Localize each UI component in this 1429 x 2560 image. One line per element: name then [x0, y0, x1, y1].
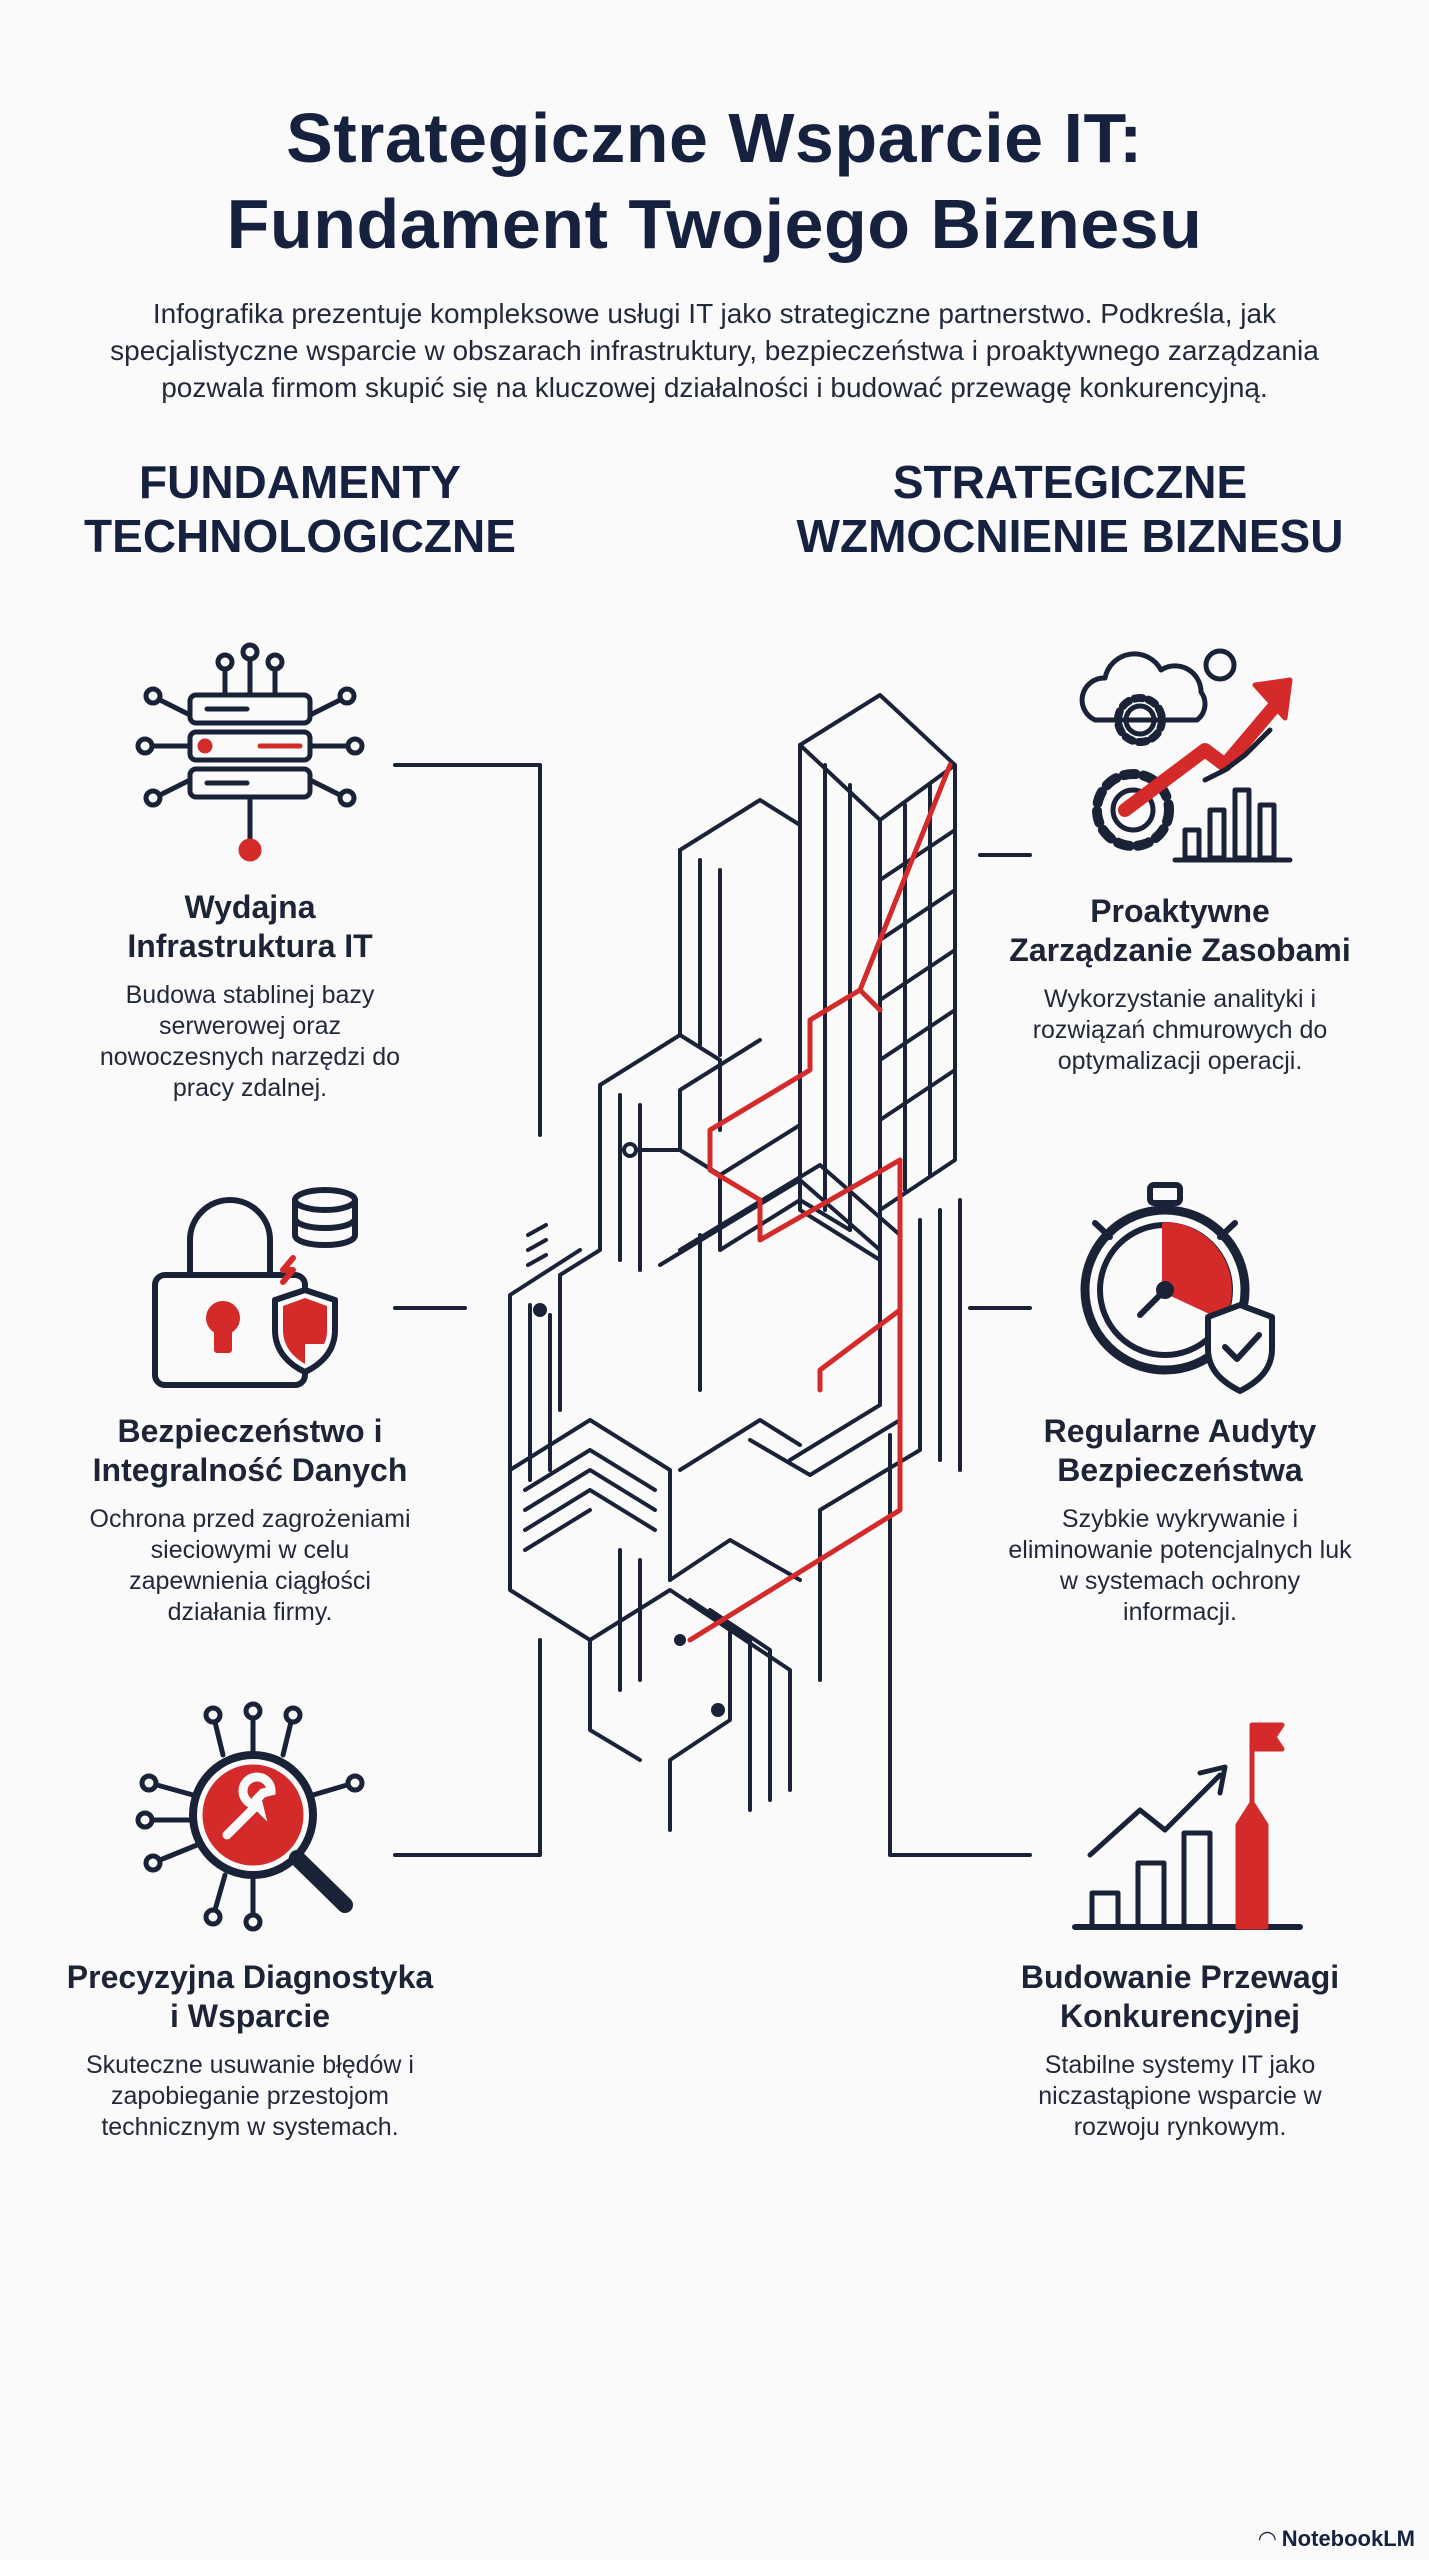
card-data-security-title: Bezpieczeństwo i Integralność Danych — [92, 1413, 408, 1488]
connector-left-bottom — [393, 1638, 542, 1857]
card-resource-management-text: Wykorzystanie analityki i rozwiązań chmu… — [1032, 985, 1328, 1075]
wrench-gear-magnifier-icon — [135, 1701, 365, 1932]
bar-chart-flag-icon — [1072, 1722, 1303, 1930]
right-column-heading: STRATEGICZNE WZMOCNIENIE BIZNESU — [796, 456, 1344, 562]
page-subtitle: Infografika prezentuje kompleksowe usług… — [110, 298, 1319, 403]
card-infrastructure-title: Wydajna Infrastruktura IT — [127, 889, 373, 964]
card-resource-management: Proaktywne Zarządzanie Zasobami Wykorzys… — [970, 892, 1390, 1077]
page-title: Strategiczne Wsparcie IT: Fundament Twoj… — [226, 99, 1203, 263]
isometric-base — [508, 1418, 802, 1832]
circuit-paths — [658, 1163, 962, 1682]
card-infrastructure-text: Budowa stablinej bazy serwerowej oraz no… — [99, 981, 401, 1102]
card-resource-management-title: Proaktywne Zarządzanie Zasobami — [1009, 893, 1351, 968]
card-data-security-text: Ochrona przed zagrożeniami sieciowymi w … — [89, 1505, 411, 1626]
card-diagnostics-title: Precyzyjna Diagnostyka i Wsparcie — [66, 1959, 434, 2034]
red-data-path — [707, 762, 953, 1393]
card-infrastructure: Wydajna Infrastruktura IT Budowa stablin… — [40, 888, 460, 1104]
card-security-audits-title: Regularne Audyty Bezpieczeństwa — [1043, 1413, 1317, 1488]
card-security-audits-text: Szybkie wykrywanie i eliminowanie potenc… — [1008, 1505, 1352, 1626]
connector-right-bottom — [888, 1433, 1032, 1857]
card-security-audits: Regularne Audyty Bezpieczeństwa Szybkie … — [970, 1412, 1390, 1628]
notebooklm-logo-icon: ◠ — [1258, 2526, 1276, 2551]
cloud-gears-growth-icon — [1079, 648, 1293, 863]
card-diagnostics: Precyzyjna Diagnostyka i Wsparcie Skutec… — [40, 1958, 460, 2143]
card-diagnostics-text: Skuteczne usuwanie błędów i zapobieganie… — [86, 2051, 414, 2141]
brand-label: NotebookLM — [1281, 2526, 1415, 2551]
left-column-heading: FUNDAMENTY TECHNOLOGICZNE — [84, 456, 516, 562]
stopwatch-shield-icon — [1080, 1182, 1275, 1394]
central-circuit-diagram — [393, 693, 1032, 1857]
red-data-path-lower — [687, 987, 903, 1643]
card-competitive-advantage: Budowanie Przewagi Konkurencyjnej Stabil… — [970, 1958, 1390, 2143]
server-network-icon — [135, 642, 365, 862]
brand-mark: ◠ NotebookLM — [1259, 2526, 1415, 2552]
connector-left-top — [393, 763, 542, 1137]
card-competitive-advantage-title: Budowanie Przewagi Konkurencyjnej — [1020, 1959, 1340, 2034]
isometric-steps — [508, 798, 852, 1482]
padlock-shield-icon — [152, 1187, 358, 1388]
card-data-security: Bezpieczeństwo i Integralność Danych Och… — [40, 1412, 460, 1628]
card-competitive-advantage-text: Stabilne systemy IT jako niczastąpione w… — [1038, 2051, 1322, 2141]
